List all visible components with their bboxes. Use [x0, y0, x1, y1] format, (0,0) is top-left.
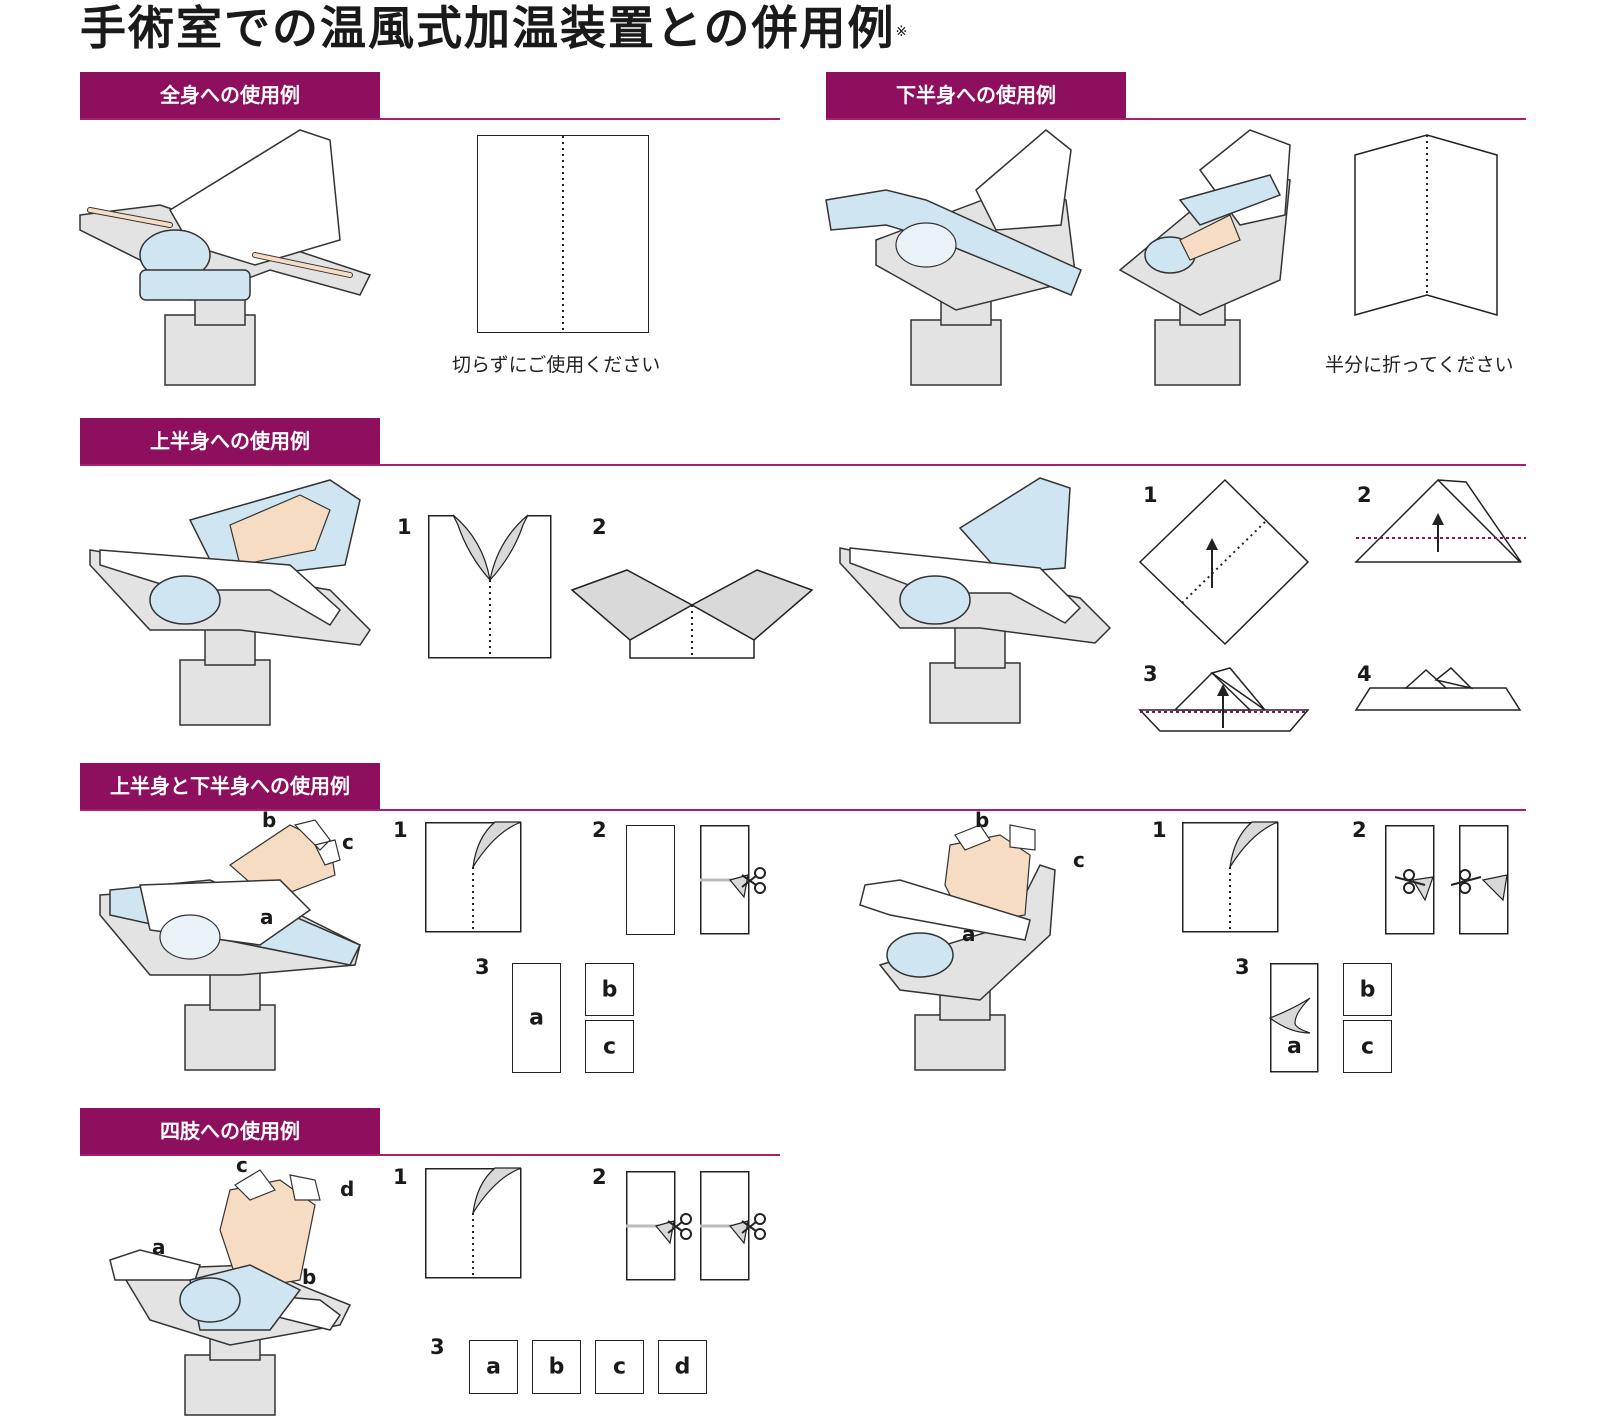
ul1-piece-a-label: a — [529, 1005, 544, 1031]
ul2-label-a: a — [962, 922, 976, 946]
ul2-label-b: b — [975, 808, 990, 832]
ul1-step-2: 2 — [592, 818, 607, 842]
ul1-label-a: a — [260, 905, 274, 929]
section-label-upper-body: 上半身への使用例 — [80, 418, 380, 464]
full-body-illustration — [79, 129, 372, 386]
upper-step-1: 1 — [397, 515, 412, 539]
limbs-piece-a-label: a — [486, 1354, 501, 1380]
limbs-piece-b: b — [532, 1340, 581, 1394]
limbs-step-2: 2 — [592, 1165, 607, 1189]
section-label-limbs: 四肢への使用例 — [80, 1108, 380, 1154]
upper2-step-3: 3 — [1143, 662, 1158, 686]
folded-sheet-diagram — [1354, 134, 1498, 316]
ul2-step-3: 3 — [1235, 955, 1250, 979]
ul1-piece-c: c — [585, 1020, 634, 1073]
ul1-piece-b: b — [585, 963, 634, 1016]
full-body-caption: 切らずにご使用ください — [452, 354, 661, 376]
limbs-step-3: 3 — [430, 1335, 445, 1359]
limbs-piece-d-label: d — [674, 1354, 691, 1380]
upper-lower-illustration-2 — [859, 824, 1056, 1071]
ul2-step-2: 2 — [1352, 818, 1367, 842]
lower-body-caption: 半分に折ってください — [1325, 354, 1514, 376]
ul2-piece-b-label: b — [1359, 977, 1376, 1002]
section-header-upper-body: 上半身への使用例 — [80, 418, 1526, 466]
upper-step-2: 2 — [592, 515, 607, 539]
section-header-lower-body: 下半身への使用例 — [826, 72, 1526, 120]
upper2-step-2-diagram — [1354, 478, 1526, 563]
ul1-step-1-diagram — [425, 821, 522, 933]
limbs-step-1-diagram — [425, 1167, 522, 1279]
limbs-piece-b-label: b — [548, 1354, 565, 1380]
section-header-upper-lower: 上半身と下半身への使用例 — [80, 763, 1526, 811]
upper2-step-4: 4 — [1357, 662, 1372, 686]
ul2-piece-c-label: c — [1360, 1034, 1375, 1059]
limbs-piece-c-label: c — [612, 1354, 627, 1380]
ul2-piece-b: b — [1343, 963, 1392, 1016]
section-label-upper-lower: 上半身と下半身への使用例 — [80, 763, 380, 809]
upper-lower-illustration-1 — [99, 819, 362, 1071]
upper2-step-3-diagram — [1138, 667, 1310, 732]
limbs-label-d: d — [340, 1177, 355, 1201]
ul1-step-2-strip-right — [700, 825, 766, 935]
page-title-text: 手術室での温風式加温装置との併用例 — [80, 1, 896, 55]
ul2-piece-a-label: a — [1287, 1034, 1302, 1059]
section-label-full-body: 全身への使用例 — [80, 72, 380, 118]
ul1-piece-a: a — [512, 963, 561, 1073]
limbs-step-1: 1 — [393, 1165, 408, 1189]
ul1-piece-b-label: b — [601, 977, 618, 1002]
upper2-step-2: 2 — [1357, 483, 1372, 507]
fold-line — [562, 136, 564, 332]
upper-body-illustration-1 — [89, 479, 371, 726]
lower-body-illustration-2 — [1118, 129, 1291, 386]
limbs-piece-a: a — [469, 1340, 518, 1394]
ul2-step-1-diagram — [1182, 821, 1279, 933]
upper2-step-4-diagram — [1354, 666, 1522, 711]
ul1-label-c: c — [342, 830, 354, 854]
ul1-piece-c-label: c — [602, 1034, 617, 1059]
limbs-label-b: b — [302, 1265, 317, 1289]
limbs-step-2-strip-right — [700, 1171, 766, 1281]
limbs-label-c: c — [236, 1153, 248, 1177]
limbs-illustration — [109, 1169, 352, 1416]
full-sheet-diagram — [477, 135, 649, 333]
section-header-full-body: 全身への使用例 — [80, 72, 780, 120]
ul1-step-3: 3 — [475, 955, 490, 979]
upper-body-illustration-2 — [839, 477, 1112, 724]
limbs-piece-c: c — [595, 1340, 644, 1394]
section-label-lower-body: 下半身への使用例 — [826, 72, 1126, 118]
upper-step-2-diagram — [570, 569, 814, 659]
ul1-label-b: b — [262, 808, 277, 832]
ul1-step-1: 1 — [393, 818, 408, 842]
upper2-step-1-diagram — [1138, 478, 1310, 646]
lower-body-illustration-1 — [825, 129, 1082, 386]
ul2-piece-c: c — [1343, 1020, 1392, 1073]
ul2-step-2-diagram — [1385, 825, 1509, 935]
limbs-piece-d: d — [658, 1340, 707, 1394]
limbs-step-2-strip-left — [626, 1171, 692, 1281]
page-title: 手術室での温風式加温装置との併用例※ — [80, 0, 909, 56]
ul2-step-1: 1 — [1152, 818, 1167, 842]
ul2-piece-a — [1268, 963, 1319, 1073]
section-header-limbs: 四肢への使用例 — [80, 1108, 780, 1156]
upper2-step-1: 1 — [1143, 483, 1158, 507]
title-note-mark: ※ — [895, 24, 910, 40]
limbs-label-a: a — [152, 1235, 166, 1259]
upper-step-1-diagram — [428, 514, 552, 659]
ul2-label-c: c — [1073, 848, 1085, 872]
ul1-step-2-strip-left — [626, 825, 675, 935]
